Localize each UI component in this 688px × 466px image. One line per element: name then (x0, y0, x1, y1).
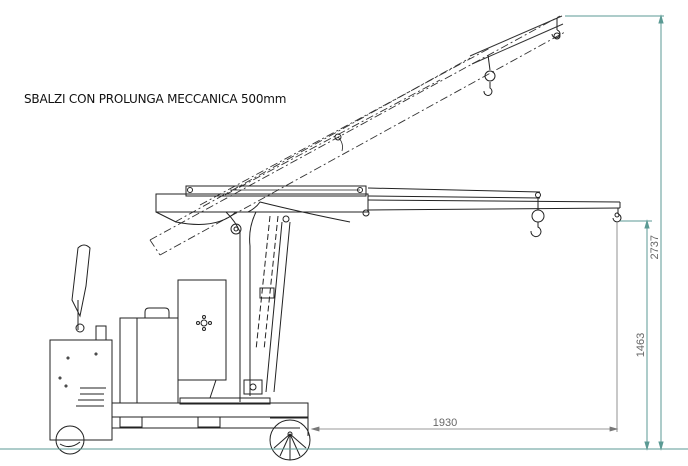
arrow-icon (658, 441, 664, 451)
control-cabinet (177, 279, 227, 399)
dim-label-2737: 2737 (649, 235, 661, 259)
hook-tip (612, 208, 622, 223)
arrow-icon (644, 441, 650, 451)
raised-boom-extension (469, 15, 564, 65)
dim-label-1463: 1463 (635, 333, 647, 357)
rear-wheel (55, 425, 85, 455)
arrow-icon (644, 219, 650, 229)
arrow-icon (658, 14, 664, 24)
raised-hook-2 (551, 18, 561, 40)
drive-unit (49, 325, 113, 441)
arrow-icon (310, 426, 320, 432)
main-boom (155, 185, 369, 225)
arrow-icon (609, 426, 619, 432)
dim-label-1930: 1930 (433, 417, 457, 429)
battery-box (119, 307, 179, 404)
hook-mid (530, 198, 545, 238)
hydraulic-cylinder (243, 215, 291, 395)
drawing-title: SBALZI CON PROLUNGA MECCANICA 500mm (24, 92, 287, 106)
raised-boom-pin (334, 133, 342, 141)
raised-hook-1 (483, 54, 496, 96)
mast (225, 201, 351, 402)
raised-boom (149, 15, 566, 256)
boom-extension (362, 187, 621, 217)
front-wheel (269, 417, 311, 461)
tiller-handle (71, 244, 91, 333)
chassis (111, 397, 309, 429)
